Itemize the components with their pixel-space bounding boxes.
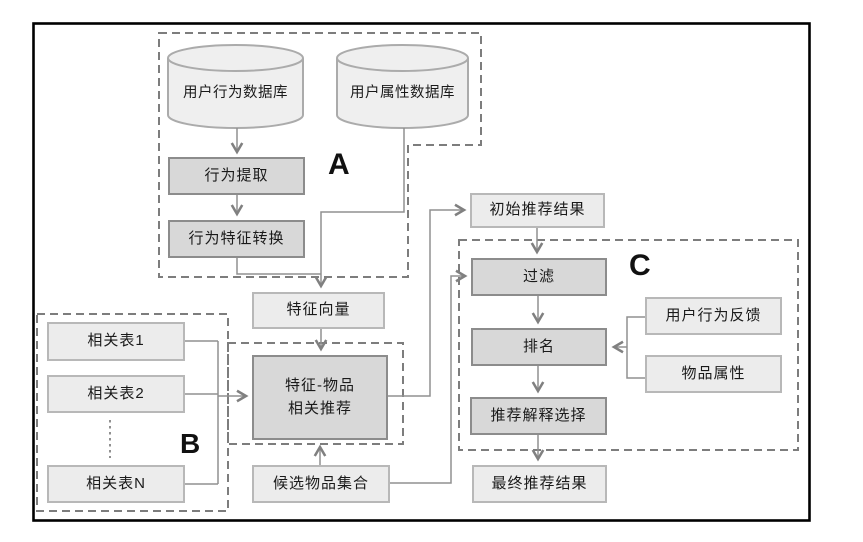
node-filter: 过滤 <box>471 258 607 296</box>
user-attribute-db-cylinder-rim <box>336 57 469 72</box>
user-behavior-db-cylinder-rim <box>167 57 304 72</box>
region-c-label: C <box>629 249 651 282</box>
region-b-label: B <box>180 428 201 459</box>
user-behavior-db-cylinder <box>167 44 304 129</box>
node-user-behavior-db: 用户行为数据库 <box>183 84 288 101</box>
node-related-table-1: 相关表1 <box>47 322 185 361</box>
node-related-table-n: 相关表N <box>47 465 185 503</box>
node-initial-recommendation-results: 初始推荐结果 <box>470 193 605 228</box>
node-final-recommendation-results: 最终推荐结果 <box>472 465 607 503</box>
user-attribute-db-cylinder <box>336 44 469 129</box>
node-ranking: 排名 <box>471 328 607 366</box>
node-feature-item-recommendation: 特征-物品 相关推荐 <box>252 355 388 440</box>
node-feature-vector: 特征向量 <box>252 292 385 329</box>
node-related-table-2: 相关表2 <box>47 375 185 413</box>
connectors <box>109 128 645 485</box>
region-a-outline <box>158 32 482 278</box>
node-item-attributes: 物品属性 <box>645 355 782 393</box>
node-behavior-feature-conversion: 行为特征转换 <box>168 220 305 258</box>
node-behavior-extraction: 行为提取 <box>168 157 305 195</box>
node-user-attribute-db: 用户属性数据库 <box>350 84 455 101</box>
node-recommendation-explanation-selection: 推荐解释选择 <box>470 397 607 435</box>
outer-frame <box>32 22 811 522</box>
region-a-label: A <box>328 148 350 181</box>
region-c-outline <box>458 239 799 451</box>
feature-item-dashed-outline <box>227 342 404 445</box>
node-user-behavior-feedback: 用户行为反馈 <box>645 297 782 335</box>
node-candidate-item-set: 候选物品集合 <box>252 465 390 503</box>
